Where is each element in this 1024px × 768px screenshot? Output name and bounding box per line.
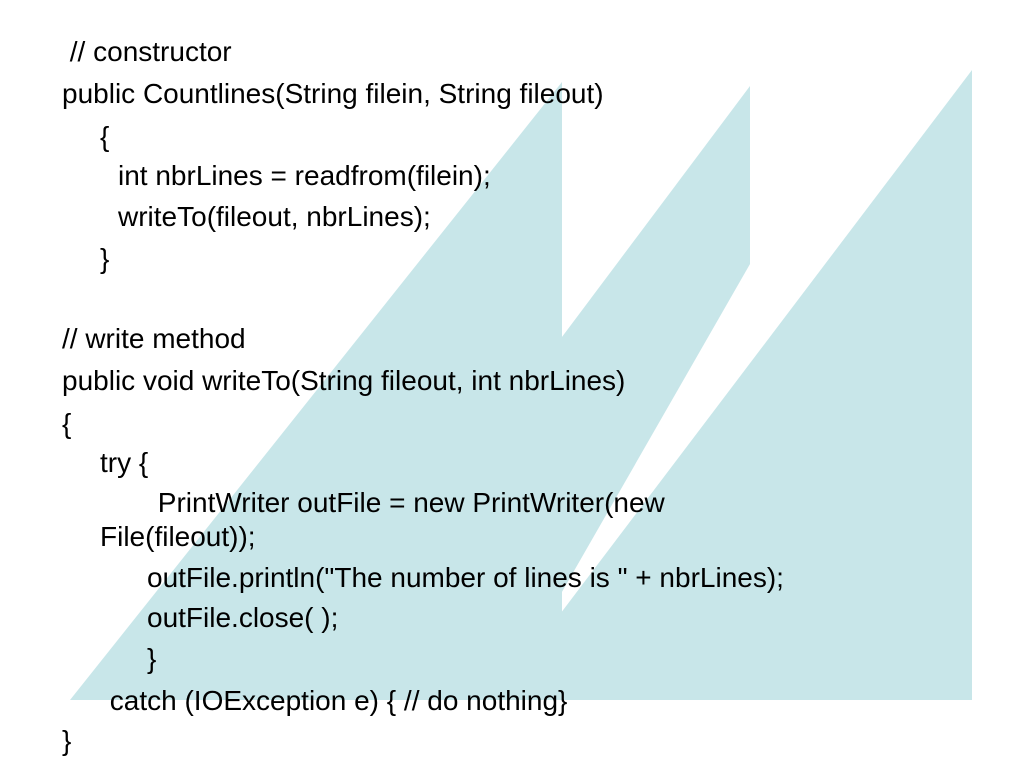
code-line: File(fileout)); xyxy=(100,521,256,552)
code-line: outFile.println("The number of lines is … xyxy=(147,562,784,593)
code-line: outFile.close( ); xyxy=(147,602,339,633)
stripe-middle xyxy=(290,86,750,700)
code-line: PrintWriter outFile = new PrintWriter(ne… xyxy=(150,487,665,518)
code-line: } xyxy=(100,243,110,274)
code-line: } xyxy=(147,643,157,674)
code-line: { xyxy=(62,408,72,439)
stripe-right xyxy=(495,70,972,700)
code-line: writeTo(fileout, nbrLines); xyxy=(118,201,431,232)
code-line: public Countlines(String filein, String … xyxy=(62,78,604,109)
code-line: catch (IOException e) { // do nothing} xyxy=(102,685,568,716)
code-line: { xyxy=(100,121,110,152)
code-line: // constructor xyxy=(62,36,232,67)
code-line: } xyxy=(62,725,72,756)
code-line: int nbrLines = readfrom(filein); xyxy=(118,160,491,191)
code-line: // write method xyxy=(62,323,246,354)
code-line: try { xyxy=(100,447,149,478)
code-line: public void writeTo(String fileout, int … xyxy=(62,365,626,396)
